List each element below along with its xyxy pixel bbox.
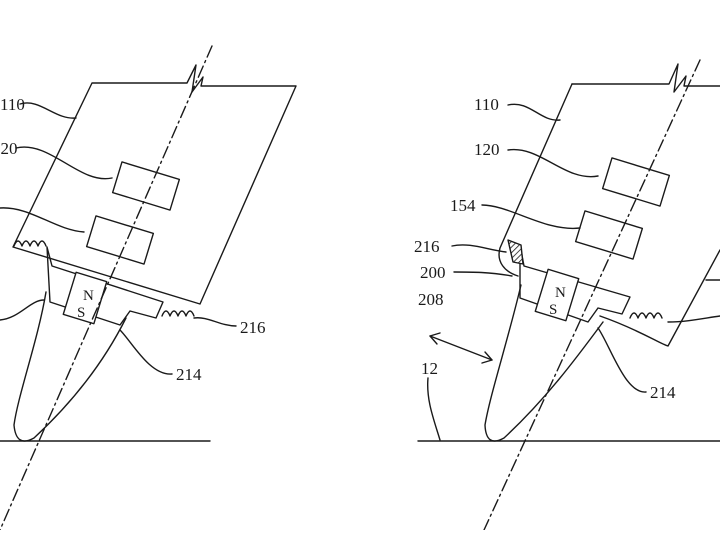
right-leader-154 (481, 204, 581, 230)
right-label-sensor-bottom: 154 (450, 196, 476, 215)
right-tip-cone (484, 284, 604, 442)
right-label-motion-arrow: 208 (418, 290, 444, 309)
left-leader-120 (15, 146, 113, 180)
right-label-collar: 200 (420, 263, 446, 282)
left-label-housing: 110 (0, 95, 25, 114)
right-sensor-top (601, 157, 671, 207)
right-label-surface: 12 (421, 359, 438, 378)
right-housing-outline (571, 63, 720, 93)
left-spring-right (161, 310, 195, 317)
left-label-sensor-top: 120 (0, 139, 18, 158)
left-leader-154 (0, 207, 85, 233)
right-housing-side (498, 83, 573, 277)
right-label-tip-mount: 214 (650, 383, 676, 402)
right-label-housing: 110 (474, 95, 499, 114)
right-leader-216 (451, 244, 507, 253)
right-center-axis (483, 59, 701, 531)
right-spring (629, 312, 663, 319)
right-magnet-south: S (549, 302, 557, 318)
right-magnet-north: N (555, 285, 566, 301)
left-labels: 110 120 216 214 N S (0, 95, 266, 384)
left-label-tip-mount: 214 (176, 365, 202, 384)
left-magnet-south: S (77, 305, 85, 321)
right-labels: 110 120 154 216 200 208 12 214 N S (414, 95, 676, 402)
right-label-sensor-top: 120 (474, 140, 500, 159)
right-leader-12 (426, 377, 441, 441)
left-sensor-top (111, 161, 181, 211)
right-leader-110 (507, 103, 561, 121)
right-leader-214 (597, 327, 647, 393)
left-tip-mount (46, 246, 164, 326)
left-leader-110 (19, 102, 77, 119)
right-leader-edge (667, 315, 720, 323)
right-sensor-bottom (574, 210, 644, 260)
left-leader-214 (119, 329, 173, 375)
right-leader-120 (507, 148, 599, 178)
left-leader-200 (0, 299, 45, 321)
right-housing-bottom (599, 249, 720, 347)
left-leader-216 (193, 317, 237, 327)
right-tip-mount (519, 244, 631, 323)
right-magnet (534, 268, 580, 322)
left-view (0, 45, 297, 531)
right-label-spring-left: 216 (414, 237, 440, 256)
right-view (417, 59, 720, 531)
right-collar-hatched (507, 239, 524, 265)
left-sensor-bottom (85, 215, 155, 265)
left-center-axis (0, 45, 213, 531)
right-motion-arrow (429, 332, 493, 364)
left-magnet-north: N (83, 288, 94, 304)
right-leader-200 (453, 271, 513, 277)
left-label-spring-right: 216 (240, 318, 266, 337)
left-tip-cone (13, 291, 127, 442)
left-spring-left (13, 240, 47, 247)
left-housing-outline (12, 64, 297, 305)
